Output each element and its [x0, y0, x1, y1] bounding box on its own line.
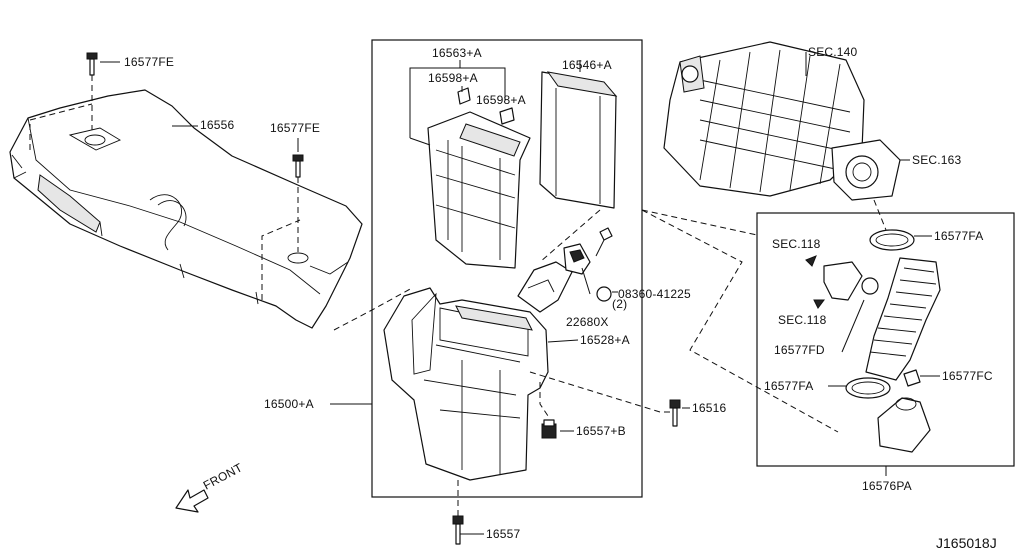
label-16598a-2: 16598+A [476, 93, 526, 107]
airbox-dash-1 [539, 382, 549, 417]
label-08360-qty: (2) [612, 297, 627, 311]
filter-element-16546a[interactable] [539, 71, 618, 209]
screw-08360-41225[interactable] [595, 227, 613, 257]
cover-to-airbox-dash [333, 287, 413, 331]
label-22680x: 22680X [566, 315, 609, 329]
airbox-group-frame [371, 39, 643, 498]
label-16557b: 16557+B [576, 424, 626, 438]
air-cleaner-body-16528a[interactable] [383, 287, 549, 481]
bracket-16563a [409, 67, 506, 138]
label-front: FRONT [201, 460, 245, 492]
air-duct-hose-16576pa[interactable] [865, 257, 941, 381]
diagram-id: J165018J [936, 535, 997, 551]
throttle-body-sec163[interactable] [831, 139, 901, 201]
label-16598a-1: 16598+A [428, 71, 478, 85]
air-cleaner-cover-16563a[interactable] [427, 111, 531, 269]
label-16577fc: 16577FC [942, 369, 993, 383]
grommet-16557b[interactable] [541, 419, 557, 439]
label-08360-41225: 08360-41225 [618, 287, 691, 301]
label-sec118-top: SEC.118 [772, 237, 821, 251]
bolt-16557[interactable] [452, 515, 464, 545]
throttle-to-clamp-dash [873, 199, 887, 231]
label-16576pa: 16576PA [862, 479, 912, 493]
clamp-16577fc[interactable] [903, 369, 921, 387]
label-sec163: SEC.163 [912, 153, 962, 167]
label-sec140: SEC.140 [808, 45, 858, 59]
clip-16598a-1[interactable] [457, 87, 471, 105]
arrow-icon-sec118-bot [813, 299, 825, 309]
arrow-icon-sec118-top [805, 255, 817, 267]
label-16577fd: 16577FD [774, 343, 825, 357]
grommet-icon [596, 286, 612, 302]
label-16556: 16556 [200, 118, 234, 132]
clamp-16577fa-bot[interactable] [845, 377, 891, 399]
label-sec118-bot: SEC.118 [778, 313, 827, 327]
clip-16598a-2[interactable] [499, 107, 515, 125]
front-arrow-icon [175, 489, 209, 513]
clamp-16577fa-top[interactable] [869, 229, 915, 251]
airbox-dash-2 [529, 371, 676, 413]
resonator-duct[interactable] [877, 397, 931, 453]
label-16528a: 16528+A [580, 333, 630, 347]
label-16557: 16557 [486, 527, 520, 541]
cover-dash-2 [261, 219, 301, 300]
bolt-16516[interactable] [669, 399, 681, 427]
leader-16577fd [841, 299, 865, 353]
label-16546a: 16546+A [562, 58, 612, 72]
maf-sensor-22680x[interactable] [563, 243, 591, 275]
label-16563a: 16563+A [432, 46, 482, 60]
label-16577fa-bot: 16577FA [764, 379, 813, 393]
bolt-16577fe-mid[interactable] [292, 154, 304, 178]
bolt-16577fe-top[interactable] [86, 52, 98, 76]
label-16500a: 16500+A [264, 397, 314, 411]
cover-dash-1 [29, 103, 93, 150]
bracket-foot [409, 137, 431, 146]
frame-link-dash [641, 209, 839, 433]
label-16577fe-top: 16577FE [124, 55, 174, 69]
label-16516: 16516 [692, 401, 726, 415]
label-16577fe-mid: 16577FE [270, 121, 320, 135]
intake-snorkel[interactable] [517, 261, 573, 313]
intake-manifold-sec140[interactable] [663, 41, 865, 197]
leader-16528a [547, 339, 579, 343]
frame-link-dash-2 [641, 209, 758, 236]
breather-hose[interactable] [823, 261, 879, 301]
label-16577fa-top: 16577FA [934, 229, 983, 243]
engine-cover-16556[interactable] [9, 89, 363, 329]
leader-22680x [581, 267, 591, 295]
filter-dash [539, 209, 601, 263]
